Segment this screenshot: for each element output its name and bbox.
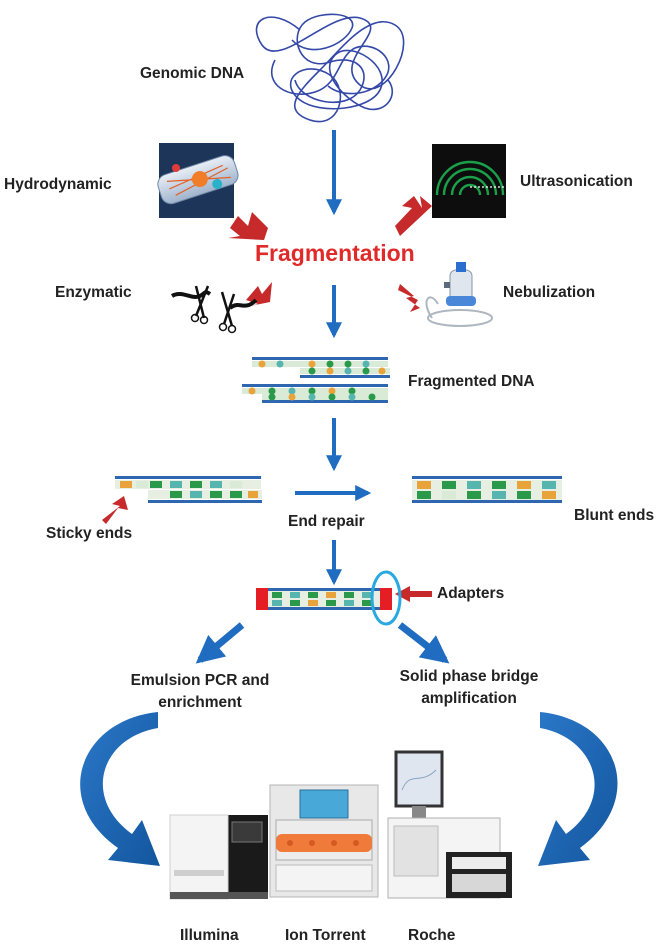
label-genomic-dna: Genomic DNA bbox=[140, 65, 245, 82]
arrow-to-enzymatic bbox=[246, 282, 272, 306]
ultrasound-waves-icon bbox=[432, 144, 506, 218]
label-fragmentation: Fragmentation bbox=[255, 240, 415, 266]
flow-arrows bbox=[195, 130, 450, 664]
adapter-left bbox=[256, 588, 268, 610]
roche-sequencer bbox=[387, 750, 512, 899]
label-sticky-ends: Sticky ends bbox=[46, 525, 133, 542]
scissors-icon bbox=[170, 285, 258, 334]
label-hydrodynamic: Hydrodynamic bbox=[4, 176, 112, 193]
sticky-ends-strand bbox=[115, 476, 262, 503]
dna-fragment-icon bbox=[242, 357, 390, 403]
curved-arrows bbox=[80, 712, 618, 866]
arrow-to-sticky-ends bbox=[102, 496, 128, 524]
curved-arrow-left bbox=[80, 712, 160, 866]
arrow-to-ultrasonication bbox=[395, 196, 432, 236]
label-emulsion-pcr: Emulsion PCR and enrichment bbox=[130, 672, 270, 712]
arrow-to-adapters bbox=[395, 586, 432, 602]
label-nebulization: Nebulization bbox=[503, 284, 596, 301]
label-end-repair: End repair bbox=[288, 513, 365, 530]
split-arrow-left bbox=[195, 622, 245, 664]
fragment-bottom bbox=[242, 384, 388, 403]
label-ion-torrent: Ion Torrent bbox=[285, 927, 366, 944]
label-adapters: Adapters bbox=[437, 585, 505, 602]
label-solid-phase: Solid phase bridge amplification bbox=[399, 668, 539, 708]
ion-torrent-sequencer bbox=[269, 784, 379, 898]
arrow-to-hydrodynamic bbox=[228, 212, 268, 240]
nebulizer-icon bbox=[425, 262, 493, 327]
label-blunt-ends: Blunt ends bbox=[574, 507, 655, 524]
fragment-top bbox=[252, 357, 390, 378]
curved-arrow-right bbox=[538, 712, 618, 866]
sequencer-icon bbox=[169, 750, 512, 900]
adapter-fragment bbox=[256, 570, 402, 626]
label-fragmented-dna: Fragmented DNA bbox=[408, 373, 535, 390]
illumina-sequencer bbox=[169, 814, 268, 900]
split-arrow-right bbox=[397, 622, 450, 664]
arrow-to-nebulization bbox=[398, 284, 420, 312]
tube-flow-icon bbox=[157, 143, 239, 218]
adapter-highlight-ring bbox=[370, 570, 402, 626]
label-enzymatic: Enzymatic bbox=[55, 284, 132, 301]
method-arrows bbox=[102, 196, 432, 602]
tangled-dna-icon bbox=[255, 13, 405, 123]
label-ultrasonication: Ultrasonication bbox=[520, 173, 633, 190]
blunt-ends-strand bbox=[412, 476, 562, 503]
adapter-right bbox=[380, 588, 392, 610]
label-illumina: Illumina bbox=[180, 927, 239, 944]
label-roche: Roche bbox=[408, 927, 456, 944]
